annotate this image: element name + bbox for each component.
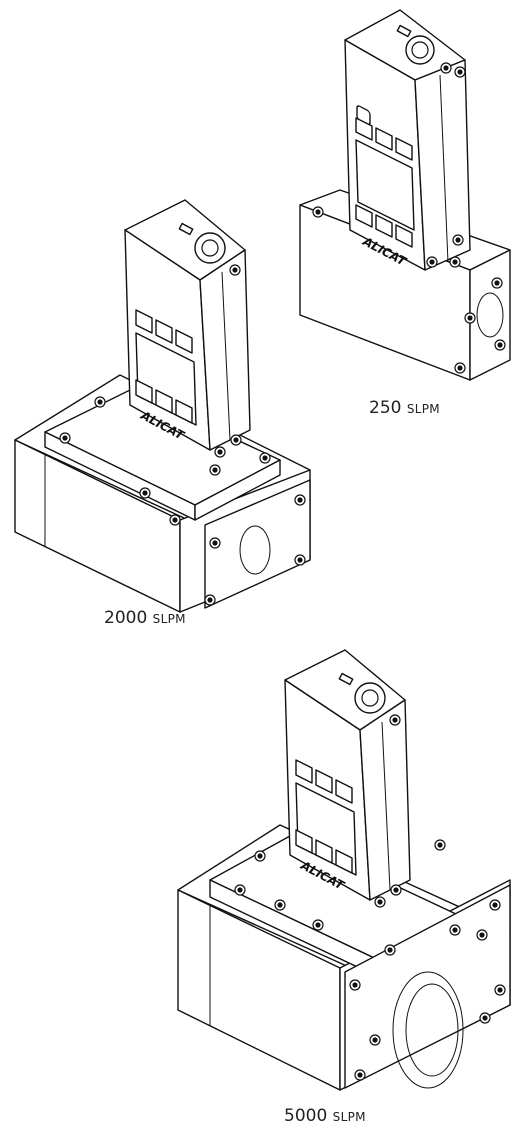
caption-unit: SLPM [152,612,186,626]
caption-value: 250 [369,398,402,418]
caption-value: 2000 [104,608,148,628]
caption-5000-slpm: 5000 SLPM [284,1106,366,1126]
caption-250-slpm: 250 SLPM [369,398,440,418]
caption-2000-slpm: 2000 SLPM [104,608,186,628]
flow-meter-5000: ALICAT [177,649,511,1091]
caption-unit: SLPM [406,402,440,416]
caption-value: 5000 [284,1106,328,1126]
flow-meter-2000: ALICAT [14,199,311,613]
caption-unit: SLPM [332,1110,366,1124]
flow-meter-250: ALICAT [299,9,511,381]
